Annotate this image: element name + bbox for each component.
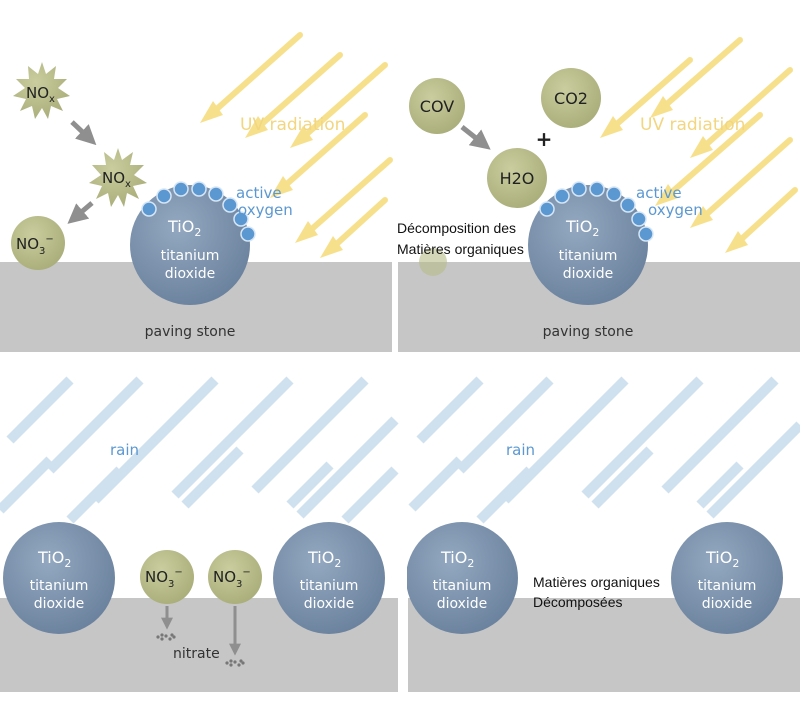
svg-text:NO3−: NO3− [213,567,251,590]
arrow-cov-to-h2o [460,125,491,150]
rain-streaks [0,376,399,524]
nitrate-deposit-a [156,633,176,641]
svg-text:titanium: titanium [559,248,618,264]
svg-text:dioxide: dioxide [34,596,85,612]
panel-bottom-right: rain TiO2 titanium dioxide TiO2 titanium… [406,376,800,692]
svg-text:NO3−: NO3− [145,567,183,590]
svg-text:NO3−: NO3− [16,234,54,257]
tio2-formula: TiO2 [565,217,599,239]
no3-molecule-b: NO3− [208,550,262,604]
svg-text:dioxide: dioxide [165,266,216,282]
svg-text:CO2: CO2 [554,89,588,108]
svg-text:NOx: NOx [102,169,131,190]
panel-top-right: UV radiation COV CO2 + H2O TiO2 [397,37,800,354]
paving-stone-label: paving stone [145,324,236,340]
nox-molecule-2: NOx [89,148,147,207]
svg-text:NOx: NOx [26,84,55,105]
tio2-sphere-left: TiO2 titanium dioxide [3,522,115,634]
no3-molecule: NO3− [11,216,65,270]
arrow-nox-to-nox [70,120,97,146]
co2-molecule: CO2 [541,68,601,128]
rain-label: rain [506,441,535,459]
rain-streaks [408,376,800,524]
svg-text:COV: COV [420,97,454,116]
svg-text:dioxide: dioxide [702,596,753,612]
svg-text:dioxide: dioxide [304,596,355,612]
svg-text:oxygen: oxygen [238,201,293,219]
svg-text:oxygen: oxygen [648,201,703,219]
nox-molecule-1: NOx [13,62,70,119]
svg-text:Matières organiques: Matières organiques [397,241,524,257]
svg-text:dioxide: dioxide [563,266,614,282]
overlay-decomposition-label: Décomposition des [397,220,516,236]
overlay-decomposed-label: Matières organiques [533,574,660,590]
panel-top-left: UV radiation NOx NOx NO3− [0,32,393,354]
uv-radiation-label: UV radiation [640,115,745,135]
tio2-sphere-right: TiO2 titanium dioxide [671,522,783,634]
panel-bottom-left: rain TiO2 titanium dioxide TiO2 titanium… [0,376,399,692]
tio2-formula: TiO2 [167,217,201,239]
svg-text:titanium: titanium [30,578,89,594]
svg-text:H2O: H2O [500,169,535,188]
active-oxygen-beads [141,181,256,242]
svg-text:titanium: titanium [433,578,492,594]
tio2-sphere: TiO2 titanium dioxide [130,181,256,305]
svg-text:titanium: titanium [161,248,220,264]
uv-arrows [600,37,798,253]
arrow-nox-to-no3 [67,201,94,224]
faded-molecule [419,248,447,276]
nitrate-deposit-b [225,659,245,667]
tio2-formula: TiO2 [307,548,341,570]
active-oxygen-beads [539,181,654,242]
uv-arrows [200,32,393,258]
tio2-formula: TiO2 [705,548,739,570]
tio2-formula: TiO2 [440,548,474,570]
svg-text:titanium: titanium [300,578,359,594]
cov-molecule: COV [409,78,465,134]
tio2-sphere-right: TiO2 titanium dioxide [273,522,385,634]
paving-stone-label: paving stone [543,324,634,340]
plus-sign: + [536,127,553,151]
svg-text:Décomposées: Décomposées [533,594,623,610]
no3-molecule-a: NO3− [140,550,194,604]
svg-text:dioxide: dioxide [437,596,488,612]
uv-radiation-label: UV radiation [240,115,345,135]
svg-text:titanium: titanium [698,578,757,594]
nitrate-label: nitrate [173,646,220,662]
active-oxygen-label: active [636,184,682,202]
h2o-molecule: H2O [487,148,547,208]
rain-label: rain [110,441,139,459]
active-oxygen-label: active [236,184,282,202]
tio2-formula: TiO2 [37,548,71,570]
tio2-sphere-left: TiO2 titanium dioxide [406,522,518,634]
tio2-sphere: TiO2 titanium dioxide [528,181,654,305]
